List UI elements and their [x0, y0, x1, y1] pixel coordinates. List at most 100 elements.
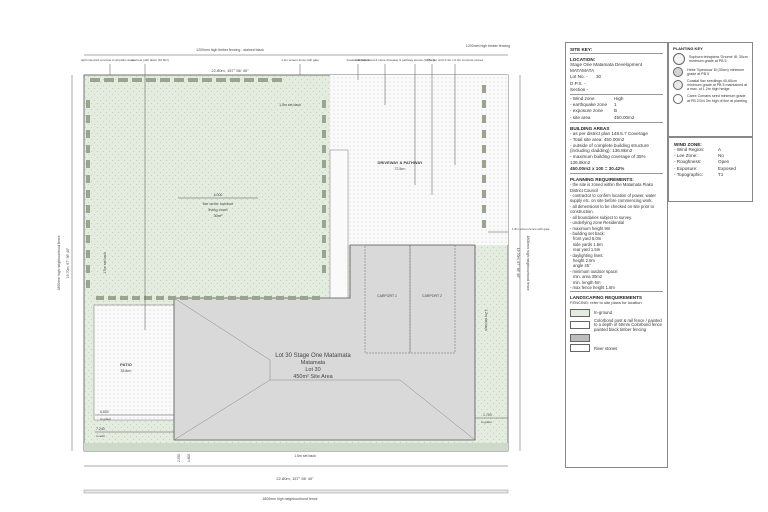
- building-row: - maximum building coverage of 35%: [570, 153, 646, 159]
- section-row: Section -: [570, 86, 589, 92]
- plant-icon: [673, 93, 683, 104]
- label-screen-fence-top: 1.2m screen fence with gate: [281, 58, 319, 62]
- lot-label-1: Lot 30 Stage One Matamata: [275, 353, 351, 359]
- carport-2: [409, 244, 456, 354]
- carport-2-label: CARPORT 2: [422, 294, 442, 298]
- bottom-dimension: 22.80m, 157° 56' 40": [276, 476, 314, 481]
- bottom-hedge: [84, 443, 508, 451]
- landscaping-title: LANDSCAPING REQUIREMENTS: [570, 295, 642, 301]
- roof-line: [173, 297, 271, 361]
- swatch-fence: [570, 321, 590, 330]
- building-row: - outside of complete building structure…: [570, 143, 649, 154]
- patio-area-label: 35.8m²: [121, 369, 133, 373]
- roof-line: [399, 379, 476, 441]
- lot-label-4: 450m² Site Area: [293, 374, 333, 380]
- dps-row: D.P.S. -: [570, 80, 586, 86]
- label-concrete-path: concrete path down (16.8m²): [131, 58, 169, 62]
- dim-left-1-note: to gutter: [100, 417, 111, 421]
- path-strip: [83, 489, 509, 494]
- dim-bottom-2: 1.800: [187, 454, 191, 462]
- wind-zone-panel: WIND ZONE: - Wind Region:A - Lee Zone:No…: [668, 137, 753, 202]
- building-row: - Total site area: 450.00m2: [570, 137, 625, 143]
- plant-key-title: PLANTING KEY: [673, 46, 703, 51]
- planning-title: PLANNING REQUIREMENTS:: [570, 177, 634, 183]
- wind-zone-row: - Exposure:Exposed: [674, 165, 736, 171]
- dim-right-note: to gutter: [481, 420, 492, 424]
- site-plan: 1200mm high timber fencing - stained bla…: [57, 44, 550, 501]
- plant-item: Sophora tetraptera 'Gnome' 8l; 30cm mini…: [673, 53, 748, 65]
- location-line: Stage One Matamata Development: [570, 62, 643, 67]
- lot-label-2: Matamata: [301, 360, 326, 366]
- swatch-stones: [570, 344, 590, 353]
- dim-bottom-1: 2.350: [177, 454, 181, 462]
- plant-item: Hebe 'Speciosa' 8l (30cm) minimum grade …: [673, 67, 748, 77]
- setback-top: 1.5m set back: [279, 103, 301, 107]
- site-key-title: SITE KEY:: [570, 47, 593, 52]
- setback-bottom: 1.5m set back: [294, 454, 316, 458]
- top-fence-label: 1200mm high timber fencing - stained bla…: [196, 48, 264, 52]
- court-label-2: living court: [208, 207, 228, 212]
- hedge-column: [482, 85, 486, 228]
- wind-zone-row: - Roughness:Open: [674, 159, 730, 165]
- location-line: MATAMATA: [570, 68, 595, 74]
- wind-zone-row: - Wind Region:A: [674, 147, 722, 152]
- plant-icon: [673, 80, 683, 91]
- landscape-key-row: [570, 334, 663, 343]
- wind-zone-row: - Topographic:T1: [674, 171, 724, 177]
- building-row: - as per district plan 148.5.7 Coverage: [570, 130, 648, 136]
- hedge-row: [90, 78, 282, 82]
- label-stone-driveway: half Colorbond & stone driveway & pathwa…: [355, 58, 435, 62]
- label-letterbox: Feature letterbox: [347, 58, 370, 62]
- plant-item: Coastal flax seedlings 40-60cm minimum g…: [673, 79, 748, 92]
- building-row: 450.00m2 x 100 = 30.42%: [570, 166, 625, 172]
- patio-label: PATIO: [120, 362, 132, 367]
- right-fence-label: 1800mm high neighbourhood fence: [526, 235, 530, 290]
- site-key-panel: SITE KEY: LOCATION: Stage One Matamata D…: [565, 42, 668, 468]
- plant-item: Carex Comans seed minimum grade at PB 2/…: [673, 93, 748, 104]
- left-fence-label: 1800mm high neighbourhood fence: [57, 235, 61, 290]
- swatch-paving: [570, 334, 590, 343]
- hedge-row: [96, 296, 320, 300]
- label-concrete-stones: (3 x per unit) 0.4m x 0.3m concrete ston…: [427, 58, 484, 62]
- dim-right: 1.700: [483, 413, 492, 417]
- front-path: [329, 149, 349, 301]
- left-dimension: 19.70m, 67° 56' 40": [66, 247, 70, 278]
- carport-1-label: CARPORT 1: [377, 294, 397, 298]
- wind-zone-row: - Lee Zone:No: [674, 153, 724, 159]
- driveway: [330, 75, 508, 245]
- driveway-label: DRIVEWAY & PATHWAY: [377, 160, 422, 165]
- landscape-key-row: River stones: [570, 344, 663, 353]
- building-title: BUILDING AREAS: [570, 125, 610, 131]
- hedge-column: [322, 100, 326, 273]
- dim-left-2-note: to wall: [96, 434, 105, 438]
- plant-key-panel: PLANTING KEY Sophora tetraptera 'Gnome' …: [668, 42, 753, 137]
- location-label: LOCATION:: [570, 57, 596, 62]
- court-dimension: 4.000: [214, 193, 223, 197]
- setback-right: 1.2m set back: [484, 309, 488, 331]
- dim-left-1: 6.800: [100, 410, 109, 414]
- driveway-area: 72.5m²: [395, 167, 407, 171]
- landscape-key-row: In-ground: [570, 308, 663, 317]
- wind-zone-title: WIND ZONE:: [674, 142, 702, 147]
- landscape-key-row: Colorbond post & rail fence / painted to…: [570, 318, 663, 333]
- patio-area: [93, 304, 175, 421]
- top-right-fence-label: 1200mm high timber fencing: [466, 44, 510, 48]
- swatch-grass: [570, 308, 590, 317]
- right-dimension: 19.70m, 67° 56' 40": [516, 248, 520, 279]
- roof-line: [173, 379, 271, 441]
- landscaping-note: FENCING: refer to site plans for locatio…: [570, 300, 642, 306]
- top-dimension: 22.80m, 157° 56' 40": [211, 68, 249, 73]
- setback-left: 1.5m set back: [103, 252, 107, 274]
- plant-icon: [673, 53, 685, 65]
- planning-list: - the site is zoned within the Matamata …: [570, 182, 656, 290]
- lot-label-3: Lot 30: [305, 367, 320, 373]
- label-concrete-paths: light coloured concrete to all paths are…: [81, 58, 135, 62]
- court-label-1: 6m circle outdoor: [203, 201, 234, 206]
- dim-left-2: 7.240: [96, 427, 105, 431]
- hedge-column: [86, 100, 90, 288]
